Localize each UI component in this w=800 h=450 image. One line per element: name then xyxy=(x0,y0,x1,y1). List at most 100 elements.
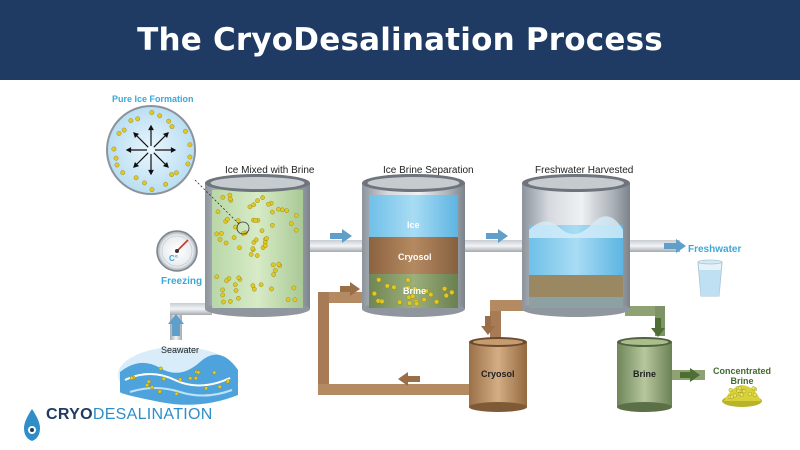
salt-particle xyxy=(225,379,230,384)
salt-particle xyxy=(271,272,276,277)
freshwater-label: Freshwater xyxy=(688,244,742,255)
salt-particle xyxy=(732,393,737,398)
salt-particle xyxy=(166,118,172,124)
salt-particle xyxy=(428,292,434,298)
salt-particle xyxy=(187,142,193,148)
salt-particle xyxy=(291,285,297,291)
salt-particle xyxy=(397,299,403,305)
salt-particle xyxy=(187,154,193,160)
salt-particle xyxy=(264,236,269,241)
ice-growth-arrowhead xyxy=(170,147,177,153)
salt-particle xyxy=(405,277,411,283)
layer-ice-label: Ice xyxy=(407,220,420,230)
salt-particle xyxy=(227,299,233,304)
salt-particle xyxy=(250,246,256,251)
salt-particle xyxy=(169,124,175,130)
salt-particle xyxy=(116,130,122,136)
salt-particle xyxy=(449,289,455,295)
salt-particle xyxy=(217,237,223,242)
salt-particle xyxy=(204,386,209,391)
salt-particle xyxy=(253,237,259,243)
salt-particle xyxy=(248,252,254,257)
salt-particle xyxy=(254,253,260,258)
salt-particle xyxy=(161,376,166,381)
salt-particle xyxy=(379,298,385,304)
salt-particle xyxy=(253,218,258,223)
freezing-label: Freezing xyxy=(161,276,203,287)
seawater-label: Seawater xyxy=(161,345,200,355)
salt-particle xyxy=(146,379,151,384)
flow-arrow-blue-1 xyxy=(330,229,352,243)
salt-particle xyxy=(196,370,201,375)
flow-arrow-cryosol-in xyxy=(340,282,360,296)
salt-particle xyxy=(225,216,230,222)
salt-particle xyxy=(293,227,299,233)
concentrated-brine-pile xyxy=(722,385,762,407)
tank-brine xyxy=(617,337,672,412)
salt-particle xyxy=(227,196,233,202)
salt-particle xyxy=(178,377,183,382)
freshwater-glass xyxy=(697,259,723,297)
salt-particle xyxy=(262,243,268,248)
ice-growth-arrowhead xyxy=(148,169,154,176)
salt-particle xyxy=(220,287,225,293)
ice-formation-callout xyxy=(106,105,250,235)
brand-logo: CRYODESALINATION xyxy=(18,406,213,424)
salt-particle xyxy=(121,127,127,133)
logo-text-desalination: DESALINATION xyxy=(92,406,213,423)
salt-particle xyxy=(421,297,427,303)
salt-particle xyxy=(220,194,226,200)
salt-particle xyxy=(114,162,120,168)
gauge-unit-label: C° xyxy=(169,254,178,263)
salt-particle xyxy=(141,180,147,186)
salt-particle xyxy=(221,299,226,305)
salt-particle xyxy=(214,274,219,280)
header-bar: The CryoDesalination Process xyxy=(0,0,800,80)
salt-particle xyxy=(273,268,278,273)
salt-particle xyxy=(185,161,191,167)
salt-particle xyxy=(266,201,271,207)
salt-particle xyxy=(751,386,756,391)
salt-particle xyxy=(276,261,282,267)
salt-particle xyxy=(220,292,225,298)
salt-particle xyxy=(236,275,241,281)
concentrated-brine-label: Concentrated Brine xyxy=(712,366,771,386)
salt-particle xyxy=(224,278,229,284)
salt-particle xyxy=(188,376,193,381)
salt-particle xyxy=(251,202,257,207)
logo-text-cryo: CRYO xyxy=(46,406,93,423)
salt-particle xyxy=(183,128,188,134)
salt-particle xyxy=(742,389,747,394)
salt-particle xyxy=(260,195,265,200)
salt-particle xyxy=(173,170,179,176)
salt-particle xyxy=(410,293,416,299)
salt-particle xyxy=(174,391,179,396)
salt-particle xyxy=(113,155,119,161)
salt-particle xyxy=(285,297,291,302)
flow-arrow-brine-down xyxy=(651,318,665,337)
tank-mix xyxy=(205,174,310,317)
salt-particle xyxy=(145,383,150,388)
salt-particle xyxy=(111,146,117,152)
salt-particle xyxy=(407,300,413,306)
salt-particle xyxy=(736,388,741,393)
ice-growth-arrowhead xyxy=(133,132,140,139)
salt-particle xyxy=(133,175,139,181)
salt-particle xyxy=(255,198,260,203)
salt-particle xyxy=(235,218,241,223)
salt-particle xyxy=(748,391,753,396)
salt-particle xyxy=(434,299,440,305)
salt-particle xyxy=(293,213,299,218)
salt-particle xyxy=(258,282,264,288)
salt-particle xyxy=(212,370,217,375)
salt-particle xyxy=(412,286,418,292)
brine-tank-label: Brine xyxy=(633,369,657,379)
ice-growth-arrowhead xyxy=(148,124,154,131)
salt-particle xyxy=(163,181,169,187)
flow-arrow-cryosol-back xyxy=(398,372,420,386)
salt-particle xyxy=(423,288,429,294)
salt-particle xyxy=(376,277,382,283)
salt-particle xyxy=(442,286,448,292)
salt-particle xyxy=(728,388,733,393)
salt-particle xyxy=(219,231,224,236)
